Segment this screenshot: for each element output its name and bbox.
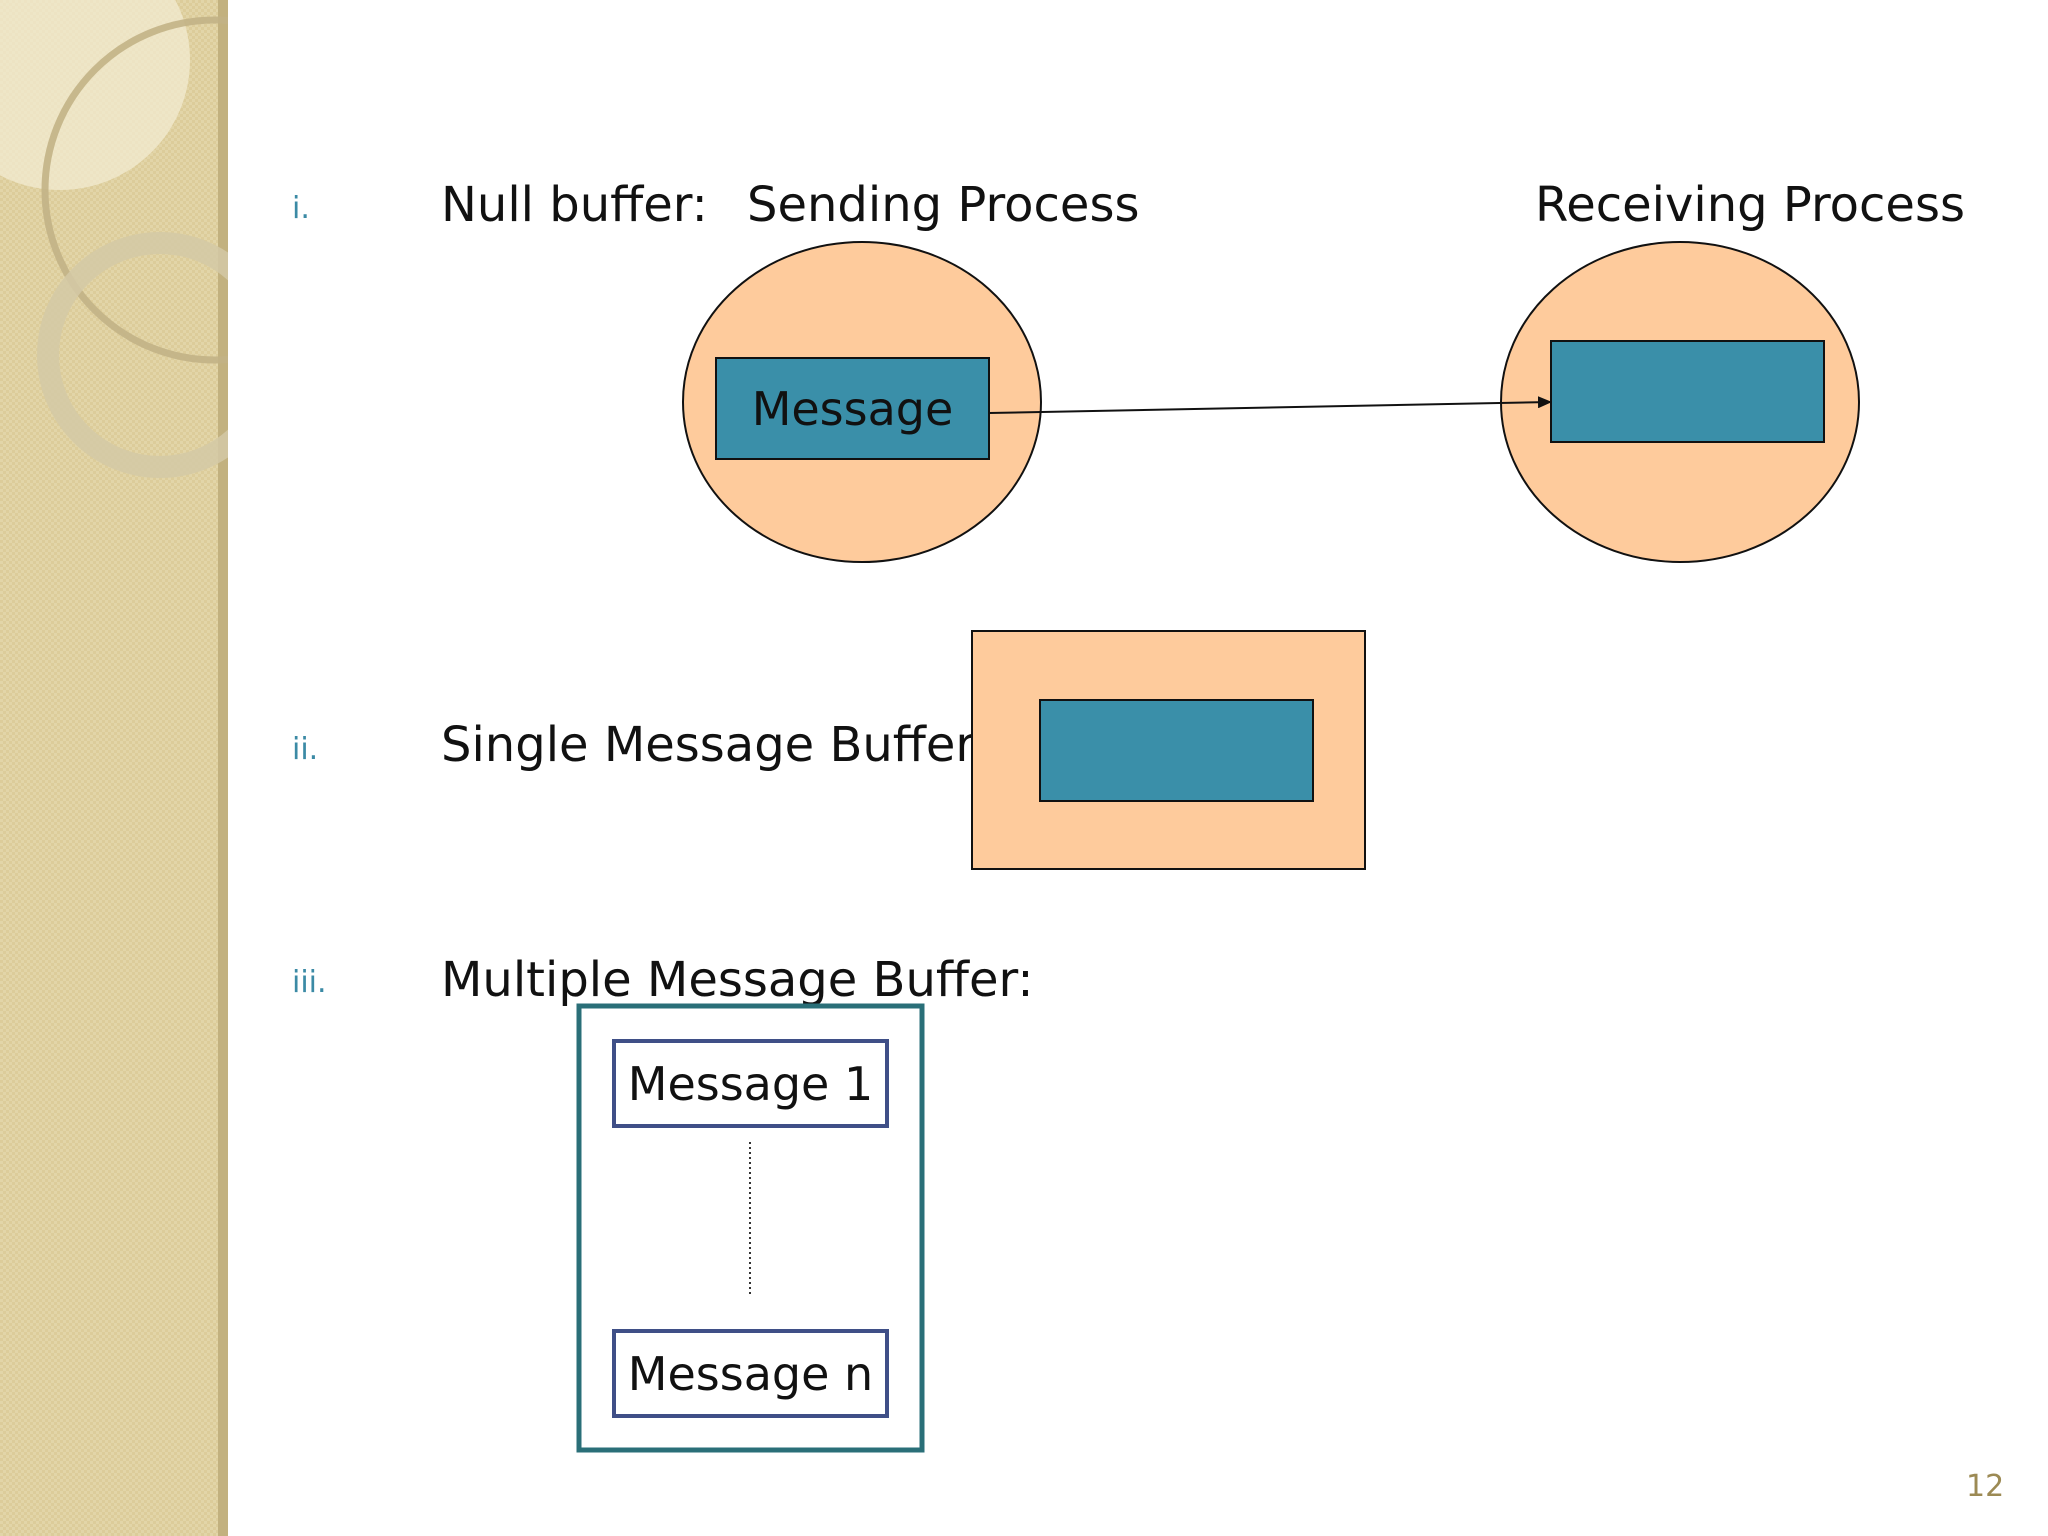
multiple-buffer-heading: Multiple Message Buffer: xyxy=(441,952,1034,1008)
message-1-label: Message 1 xyxy=(627,1056,874,1111)
message-n-label: Message n xyxy=(627,1346,874,1401)
single-buffer-slot xyxy=(1039,699,1314,802)
null-buffer-heading: Null buffer: xyxy=(441,177,708,233)
sending-process-title: Sending Process xyxy=(747,177,1140,233)
item-number-3: iii. xyxy=(292,965,327,1000)
decorative-sidebar xyxy=(0,0,228,1536)
receiving-process-circle xyxy=(1500,241,1860,563)
message-transfer-arrow xyxy=(988,396,1552,414)
single-buffer-heading: Single Message Buffer: xyxy=(441,717,991,773)
receiver-message-box xyxy=(1550,340,1825,443)
page-number: 12 xyxy=(1966,1469,2005,1504)
item-number-2: ii. xyxy=(292,732,319,767)
sender-message-label: Message xyxy=(751,382,954,436)
message-n-box: Message n xyxy=(612,1329,889,1418)
receiving-process-title: Receiving Process xyxy=(1535,177,1965,233)
item-number-1: i. xyxy=(292,191,310,226)
sidebar-ornament-icon xyxy=(0,0,228,1536)
single-buffer-frame xyxy=(971,630,1366,870)
message-1-box: Message 1 xyxy=(612,1039,889,1128)
